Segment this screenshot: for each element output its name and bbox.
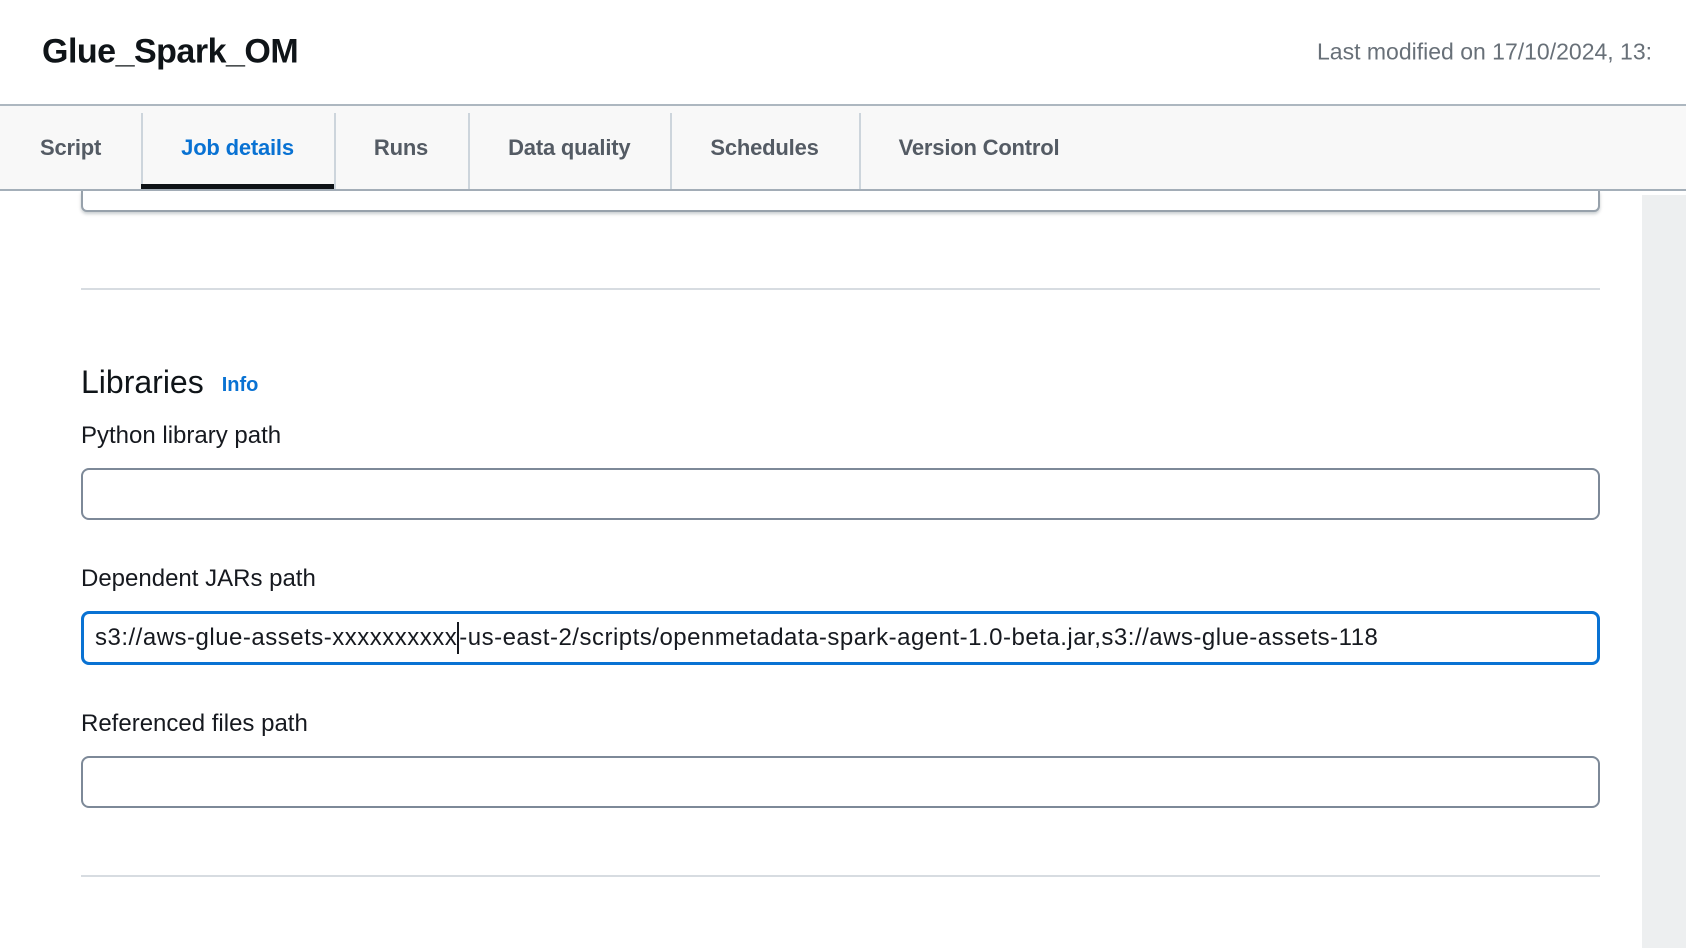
job-title: Glue_Spark_OM <box>42 32 299 71</box>
python-library-path-label: Python library path <box>81 422 282 449</box>
tab-data-quality[interactable]: Data quality <box>468 106 670 189</box>
tab-script[interactable]: Script <box>0 106 141 189</box>
referenced-files-path-field: Referenced files path <box>81 709 1600 808</box>
dependent-jars-path-label: Dependent JARs path <box>81 565 316 592</box>
dependent-jars-path-field: Dependent JARs path s3://aws-glue-assets… <box>81 564 1600 665</box>
scrolled-card-bottom <box>81 191 1600 212</box>
tab-schedules[interactable]: Schedules <box>670 106 858 189</box>
libraries-heading-row: Libraries Info <box>81 363 1600 401</box>
page-header: Glue_Spark_OM Last modified on 17/10/202… <box>0 0 1686 106</box>
tab-runs[interactable]: Runs <box>333 106 468 189</box>
input-text-after-caret: -us-east-2/scripts/openmetadata-spark-ag… <box>459 624 1379 651</box>
dependent-jars-path-input[interactable]: s3://aws-glue-assets-xxxxxxxxxx-us-east-… <box>81 611 1600 665</box>
python-library-path-input[interactable] <box>81 468 1600 520</box>
last-modified-text: Last modified on 17/10/2024, 13: <box>1317 38 1653 65</box>
python-library-path-field: Python library path <box>81 421 1600 520</box>
tab-version-control[interactable]: Version Control <box>858 106 1100 189</box>
section-divider-top <box>81 288 1600 290</box>
libraries-heading: Libraries <box>81 364 204 400</box>
tab-bar: Script Job details Runs Data quality Sch… <box>0 106 1686 191</box>
libraries-info-link[interactable]: Info <box>221 374 259 396</box>
right-scroll-gutter[interactable] <box>1642 195 1686 948</box>
referenced-files-path-input[interactable] <box>81 756 1600 808</box>
input-text-before-caret: s3://aws-glue-assets-xxxxxxxxxx <box>95 624 458 651</box>
section-divider-bottom <box>81 875 1600 877</box>
referenced-files-path-label: Referenced files path <box>81 710 308 737</box>
job-details-panel: Libraries Info Python library path Depen… <box>81 191 1600 877</box>
text-cursor <box>457 622 460 654</box>
tab-job-details[interactable]: Job details <box>141 106 334 189</box>
